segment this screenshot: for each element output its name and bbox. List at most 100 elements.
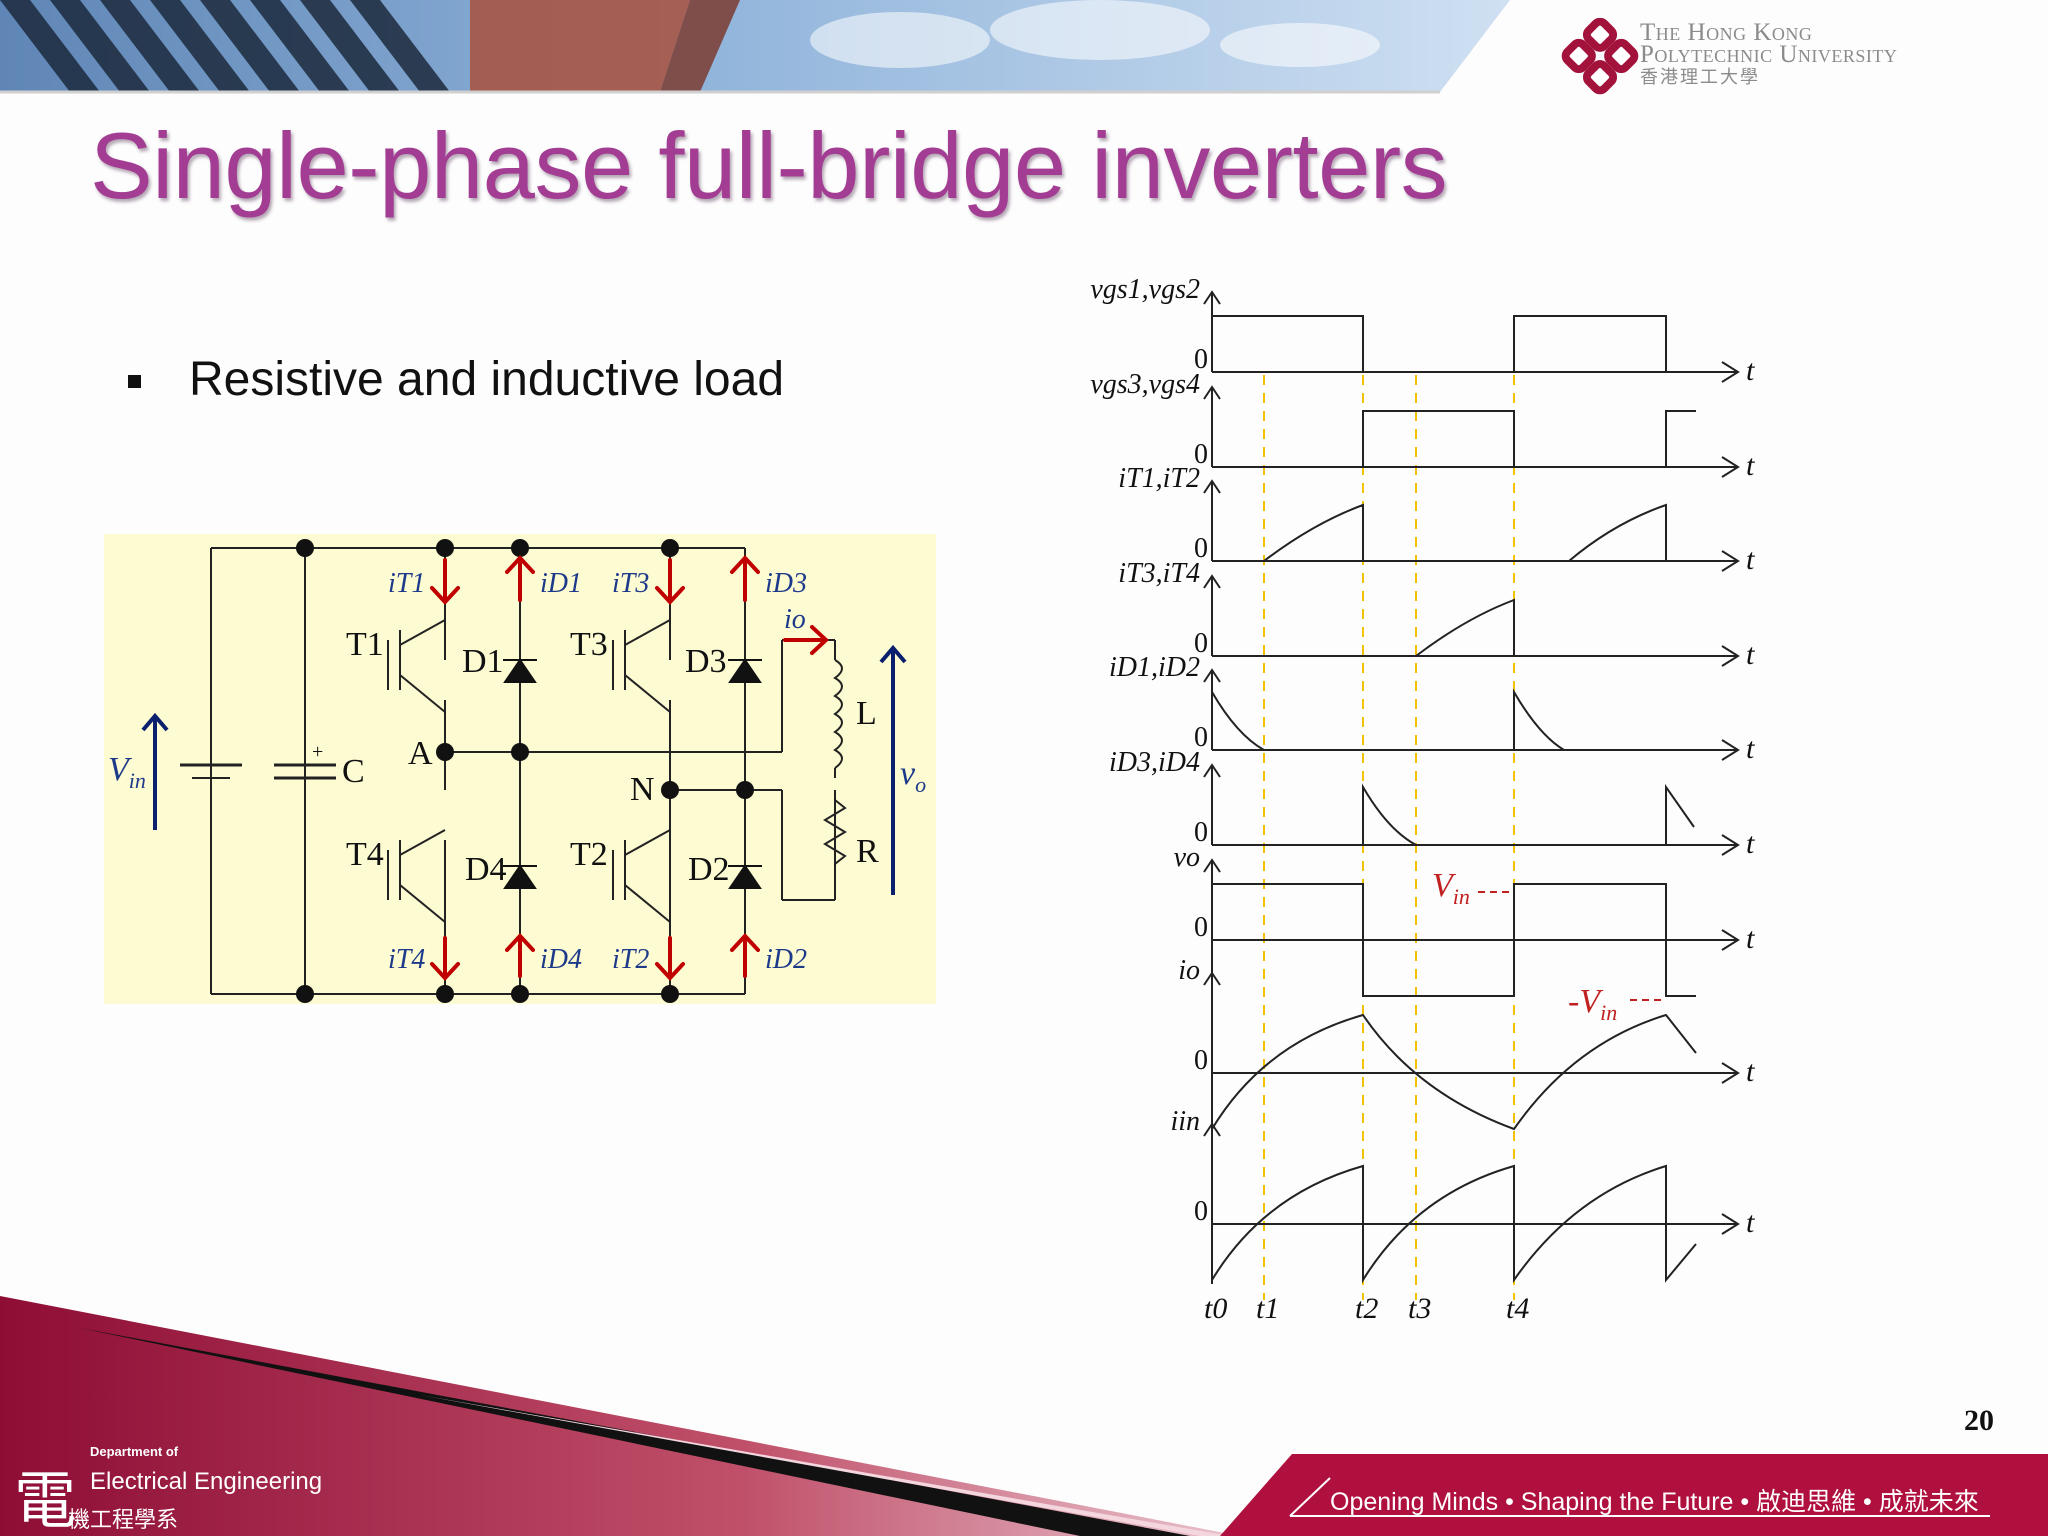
zero-label: 0	[1194, 912, 1208, 943]
waveform-row-label: vo	[1174, 842, 1200, 873]
axis-arrow-icon	[1203, 574, 1221, 589]
time-axis-label: t	[1746, 354, 1755, 387]
waveform-row-label: iT1,iT2	[1118, 463, 1200, 494]
iin-trace	[1211, 1164, 1697, 1284]
waveform-row-label: iD1,iD2	[1109, 652, 1200, 683]
zero-label: 0	[1194, 1045, 1208, 1076]
inductor-label: L	[856, 695, 877, 732]
axis-arrow-icon	[1203, 858, 1221, 873]
zero-label: 0	[1194, 1196, 1208, 1227]
zero-label: 0	[1194, 628, 1208, 659]
waveform-row-label: iin	[1170, 1106, 1200, 1137]
current-label-id3: iD3	[765, 568, 807, 599]
axis-arrow-icon	[1721, 1213, 1740, 1235]
node-n-label: N	[630, 771, 655, 808]
diode-d1-label: D1	[462, 643, 504, 680]
university-name-en-2: Polytechnic University	[1640, 41, 1898, 68]
vo-label: vo	[900, 755, 926, 797]
time-axis-label: t	[1746, 827, 1755, 860]
current-label-it3: iT3	[612, 568, 649, 599]
it12-trace	[1263, 503, 1667, 562]
time-mark-label: t3	[1408, 1292, 1431, 1325]
current-label-it1: iT1	[388, 568, 425, 599]
time-axis-label: t	[1746, 1206, 1755, 1239]
vgs34-trace	[1362, 410, 1696, 467]
current-label-id2: iD2	[765, 944, 807, 975]
axis-arrow-icon	[1203, 971, 1221, 986]
axis-arrow-icon	[1203, 763, 1221, 778]
time-axis-label: t	[1746, 449, 1755, 482]
axis-arrow-icon	[1203, 385, 1221, 400]
current-label-it4: iT4	[388, 944, 425, 975]
transistor-t1-label: T1	[346, 626, 384, 663]
axis-arrow-icon	[1721, 456, 1740, 478]
waveform-row-label: io	[1178, 955, 1200, 986]
zero-label: 0	[1194, 344, 1208, 375]
bullet-item: Resistive and inductive load	[128, 352, 784, 407]
bullet-text: Resistive and inductive load	[189, 353, 785, 406]
dept-name-zh: 機工程學系	[68, 1507, 179, 1532]
current-label-id1: iD1	[540, 568, 582, 599]
time-axis-label: t	[1746, 1055, 1755, 1088]
axis-arrow-icon	[1721, 550, 1740, 572]
id12-trace	[1211, 688, 1565, 751]
header-banner	[0, 0, 1510, 94]
axis-arrow-icon	[1721, 1062, 1740, 1084]
capacitor-plus: +	[312, 741, 323, 763]
axis-arrow-icon	[1721, 361, 1740, 383]
university-name: The Hong Kong Polytechnic University 香港理…	[1640, 19, 1898, 88]
axis-arrow-icon	[1203, 1122, 1221, 1137]
dept-prefix: Department of	[90, 1444, 179, 1459]
current-label-id4: iD4	[540, 944, 582, 975]
neg-vin-level-label: -Vin	[1568, 983, 1617, 1025]
axis-arrow-icon	[1721, 739, 1740, 761]
zero-label: 0	[1194, 722, 1208, 753]
capacitor-label: C	[342, 753, 365, 790]
time-axis-label: t	[1746, 732, 1755, 765]
zero-label: 0	[1194, 533, 1208, 564]
diode-d2-label: D2	[688, 851, 730, 888]
node-a-label: A	[408, 735, 433, 772]
axis-arrow-icon	[1203, 668, 1221, 683]
vgs12-trace	[1212, 315, 1667, 372]
dept-name: Electrical Engineering	[90, 1468, 323, 1495]
diode-d3-label: D3	[685, 643, 727, 680]
footer-slogan: Opening Minds • Shaping the Future • 啟迪思…	[1330, 1488, 1979, 1516]
dept-char: 電	[14, 1464, 77, 1537]
bullet-square-icon	[128, 375, 141, 388]
axis-arrow-icon	[1203, 290, 1221, 305]
diode-d4-label: D4	[465, 851, 507, 888]
axis-arrow-icon	[1721, 645, 1740, 667]
current-label-io: io	[784, 604, 806, 635]
time-mark-label: t4	[1506, 1292, 1529, 1325]
it34-trace	[1415, 598, 1515, 657]
time-mark-label: t1	[1256, 1292, 1279, 1325]
time-axis-label: t	[1746, 922, 1755, 955]
waveform-row-label: iT3,iT4	[1118, 558, 1200, 589]
slide-title: Single-phase full-bridge inverters	[90, 113, 1448, 218]
university-name-en-1: The Hong Kong	[1640, 19, 1813, 46]
vo-trace	[1212, 883, 1696, 997]
time-axis-label: t	[1746, 638, 1755, 671]
time-axis-label: t	[1746, 543, 1755, 576]
transistor-t3-label: T3	[570, 626, 608, 663]
axis-arrow-icon	[1721, 834, 1740, 856]
axis-arrow-icon	[1721, 929, 1740, 951]
resistor-label: R	[856, 833, 879, 870]
polyu-logo	[1561, 18, 1639, 95]
footer-band	[0, 1296, 2048, 1536]
time-mark-label: t2	[1355, 1292, 1378, 1325]
id34-trace	[1362, 783, 1695, 846]
vin-level-label: Vin	[1432, 867, 1470, 909]
time-mark-label: t0	[1204, 1292, 1227, 1325]
io-trace	[1211, 1013, 1697, 1131]
axis-arrow-icon	[1203, 479, 1221, 494]
zero-label: 0	[1194, 817, 1208, 848]
current-label-it2: iT2	[612, 944, 649, 975]
transistor-t2-label: T2	[570, 836, 608, 873]
page-number: 20	[1964, 1404, 1994, 1437]
university-name-zh: 香港理工大學	[1640, 67, 1760, 87]
waveform-traces: t0vgs1,vgs2t0vgs3,vgs4t0iT1,iT2t0iT3,iT4…	[1090, 274, 1755, 1325]
